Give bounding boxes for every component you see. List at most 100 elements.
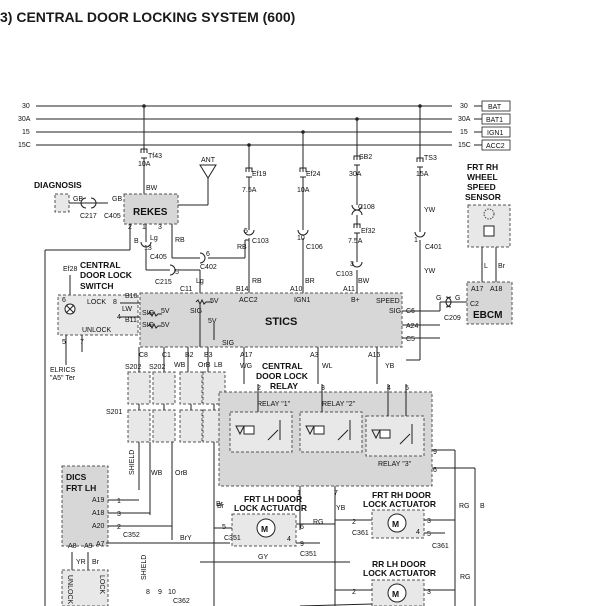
pin-b10: B10 — [125, 293, 138, 300]
stics-sig-speed: SIG — [389, 308, 401, 315]
conn-c106: C106 — [306, 244, 323, 251]
svg-text:2: 2 — [117, 524, 121, 531]
svg-text:5: 5 — [405, 385, 409, 392]
wire-rb-1: RB — [237, 244, 247, 251]
conn-c405b: C405 — [150, 254, 167, 261]
svg-text:3: 3 — [158, 224, 162, 231]
switch-unlock-label: UNLOCK — [82, 327, 112, 334]
upper-connectors: 5 C103 RB RB 10 C106 BR 1 C401 YW 3 C103… — [237, 228, 442, 360]
conn-s202-a: S202 — [125, 364, 141, 371]
frt-rh-actuator-label-1: LOCK ACTUATOR — [363, 499, 436, 509]
pin-a3: A3 — [310, 352, 319, 359]
svg-text:1: 1 — [117, 498, 121, 505]
wire-b-2: B — [480, 503, 485, 510]
wire-br-2: Br — [216, 501, 224, 508]
wire-lg-1: Lg — [150, 235, 158, 242]
fuse-ts3-amp: 15A — [416, 171, 429, 178]
conn-c351-a: C351 — [224, 535, 241, 542]
fuse-ef32-label: Ef32 — [361, 228, 376, 235]
conn-c215: C215 — [155, 279, 172, 286]
wire-br-3: Br — [217, 503, 225, 510]
stics-5v-3: 5V — [161, 322, 170, 329]
frt-rh-wheel-speed-sensor: FRT RH WHEEL SPEED SENSOR L Br — [465, 162, 511, 282]
fuse-ef19-label: Ef19 — [252, 171, 267, 178]
pin-b11: B11 — [125, 317, 137, 324]
pin-c5: C5 — [406, 336, 415, 343]
wire-wb-1: WB — [174, 362, 186, 369]
conn-c361-a: C361 — [352, 530, 369, 537]
wire-shield-2: SHIELD — [141, 555, 148, 580]
fuse-ef24-amp: 10A — [297, 187, 310, 194]
conn-s202-b: S202 — [149, 364, 165, 371]
pin-c1: C1 — [162, 352, 171, 359]
dics-label-0: DICS — [66, 472, 87, 482]
wire-wg: WG — [240, 363, 252, 370]
svg-text:6: 6 — [300, 524, 304, 531]
wire-yb-1: YB — [385, 363, 395, 370]
stics-ign1: IGN1 — [294, 297, 310, 304]
svg-text:4: 4 — [387, 385, 391, 392]
conn-c108: C108 — [358, 204, 375, 211]
cdl-relay-label-0: CENTRAL — [262, 361, 303, 371]
rail-tag-bat: BAT — [488, 104, 502, 111]
cdl-switch-label-2: SWITCH — [80, 281, 114, 291]
svg-text:1: 1 — [297, 490, 301, 497]
svg-text:3: 3 — [117, 511, 121, 518]
wire-wb-2: WB — [151, 470, 163, 477]
wire-br-dics: Br — [92, 559, 100, 566]
svg-text:5: 5 — [427, 531, 431, 538]
conn-c217: C217 — [80, 213, 97, 220]
svg-text:6: 6 — [433, 467, 437, 474]
rekes-module: REKES 2 1 3 B Lg RB ANT 13 C405 5 C215 L… — [44, 157, 249, 606]
fuse-sb2-amp: 30A — [349, 171, 362, 178]
rail-tag-acc2: ACC2 — [486, 143, 505, 150]
ebcm-module: A17 A18 EBCM C2 — [466, 281, 513, 325]
pin-a18: A18 — [490, 286, 503, 293]
conn-c103: C103 — [252, 238, 269, 245]
svg-text:10: 10 — [297, 235, 305, 242]
svg-text:9: 9 — [433, 449, 437, 456]
rail-right-15: 15 — [460, 129, 468, 136]
pin-a17: A17 — [471, 286, 484, 293]
frt-rh-actuator-label-0: FRT RH DOOR — [372, 490, 431, 500]
frt-lh-door-lock-actuator: FRT LH DOOR LOCK ACTUATOR M 5 6 4 9 C351… — [200, 494, 350, 563]
pin-a20: A20 — [92, 523, 105, 530]
wire-br-sensor: Br — [498, 263, 506, 270]
wire-yb-2: YB — [336, 505, 346, 512]
svg-text:5: 5 — [175, 269, 179, 276]
pin-b14: B14 — [236, 286, 249, 293]
dics-label-1: FRT LH — [66, 483, 96, 493]
pin-b2: B2 — [185, 352, 194, 359]
svg-text:10: 10 — [168, 589, 176, 596]
dics-unlock: UNLOCK — [66, 575, 73, 605]
wire-b-1: B — [134, 238, 139, 245]
pin-a9: A9 — [84, 543, 93, 550]
svg-text:4: 4 — [416, 529, 420, 536]
rail-tag-ign1: IGN1 — [487, 130, 503, 137]
sensor-label-2: SPEED — [467, 182, 496, 192]
conn-c103b: C103 — [336, 271, 353, 278]
rail-right-30a: 30A — [458, 116, 471, 123]
conn-s201: S201 — [106, 409, 122, 416]
elrics-label-1: "A5" Ter — [50, 375, 76, 382]
dics-lock: LOCK — [98, 575, 105, 594]
wire-bw: BW — [146, 185, 158, 192]
wire-rb-2: RB — [252, 278, 262, 285]
wire-gb-2: GB — [112, 196, 122, 203]
wire-wl: WL — [322, 363, 333, 370]
fuses: Tf43 10A BW Ef19 7.5A Ef24 10A SB2 30A T… — [138, 106, 437, 262]
pin-a19: A19 — [92, 497, 105, 504]
wire-yr: YR — [76, 559, 86, 566]
wire-yw-1: YW — [424, 207, 436, 214]
rail-left-30a: 30A — [18, 116, 31, 123]
stics-acc2: ACC2 — [239, 297, 258, 304]
sensor-label-0: FRT RH — [467, 162, 498, 172]
cdl-relay-label-1: DOOR LOCK — [256, 371, 309, 381]
rr-lh-door-lock-actuator: RR LH DOOR LOCK ACTUATOR M 2 3 — [299, 559, 455, 606]
stics-speed: SPEED — [376, 298, 400, 305]
rail-right-15c: 15C — [458, 142, 471, 149]
conn-c209: C209 — [444, 315, 461, 322]
wire-rg-1: RG — [459, 503, 470, 510]
stics-sig-1: SIG — [190, 308, 202, 315]
frt-lh-motor: M — [261, 524, 268, 534]
